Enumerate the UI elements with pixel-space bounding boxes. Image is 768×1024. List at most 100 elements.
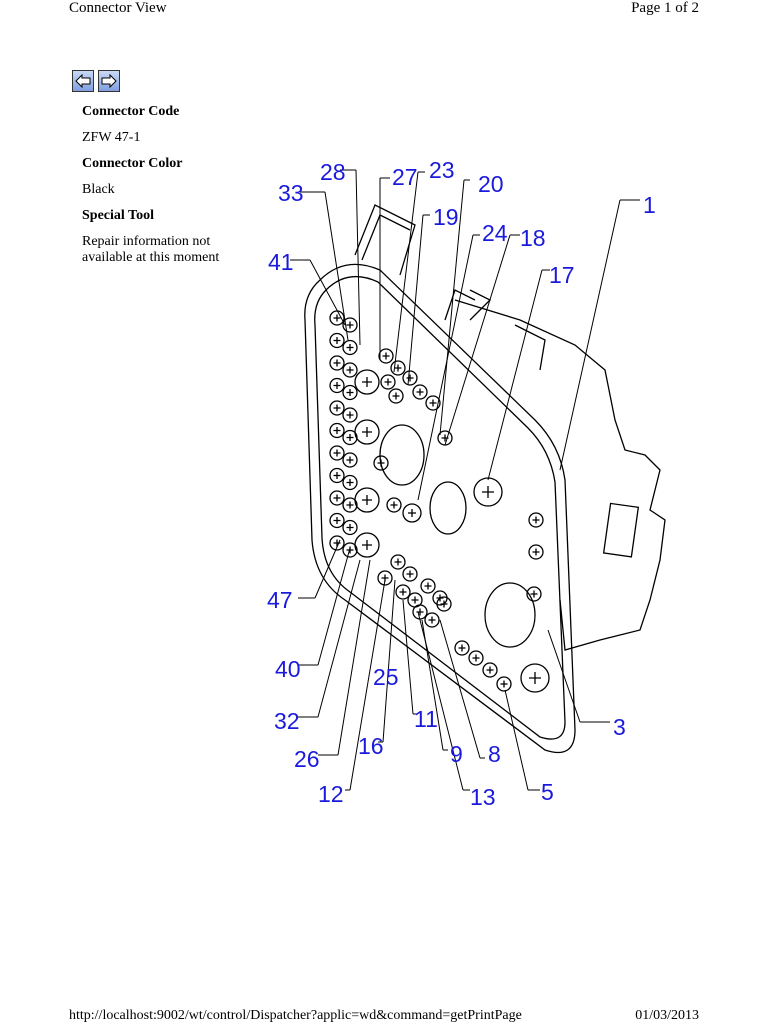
pin-label-32: 32: [274, 708, 300, 734]
pin-socket-cross: [399, 588, 407, 596]
pin-socket: [436, 596, 452, 612]
pin-socket-cross: [346, 321, 354, 329]
pin-label-25: 25: [373, 664, 399, 690]
pin-socket: [342, 452, 358, 468]
special-tool-label: Special Tool: [82, 208, 154, 223]
pin-socket-cross: [440, 600, 448, 608]
pin-socket-cross: [346, 411, 354, 419]
pin-socket: [378, 348, 394, 364]
pin-socket: [329, 400, 345, 416]
pin-socket-cross: [390, 501, 398, 509]
pin-socket-cross: [346, 366, 354, 374]
pin-socket-cross: [411, 596, 419, 604]
pin-socket-cross: [333, 404, 341, 412]
pin-socket-cross: [532, 516, 540, 524]
pin-socket-cross: [532, 548, 540, 556]
pin-socket-cross: [428, 616, 436, 624]
pin-socket: [329, 535, 345, 551]
pin-socket-cross: [346, 546, 354, 554]
pin-label-9: 9: [450, 741, 463, 767]
pin-socket-cross: [416, 388, 424, 396]
pin-socket-cross: [416, 608, 424, 616]
footer-url: http://localhost:9002/wt/control/Dispatc…: [69, 1008, 522, 1023]
pin-socket-cross: [382, 352, 390, 360]
pin-socket: [329, 490, 345, 506]
page-header-title: Connector View: [69, 0, 167, 16]
pin-socket-cross: [333, 314, 341, 322]
pin-socket: [388, 388, 404, 404]
connector-code-label: Connector Code: [82, 104, 180, 119]
connector-color-value: Black: [82, 182, 115, 197]
pin-socket-cross: [394, 364, 402, 372]
pin-socket: [424, 612, 440, 628]
pin-socket: [386, 497, 402, 513]
pin-socket: [425, 395, 441, 411]
pin-socket-cross: [530, 590, 538, 598]
pin-socket-cross: [333, 359, 341, 367]
pin-socket-cross: [333, 517, 341, 524]
pin-socket-cross: [486, 666, 494, 674]
pin-label-12: 12: [318, 781, 344, 807]
navigation-buttons: [72, 70, 120, 92]
pin-socket-cross: [346, 456, 354, 464]
forward-button[interactable]: [98, 70, 120, 92]
pin-socket-cross: [333, 449, 341, 457]
page-number: Page 1 of 2: [631, 0, 699, 16]
pin-socket: [342, 339, 358, 356]
pin-socket-cross: [333, 382, 341, 389]
pin-socket: [342, 362, 358, 378]
pin-socket: [342, 519, 358, 536]
pin-label-8: 8: [488, 741, 501, 767]
pin-socket: [395, 584, 411, 600]
pin-socket-cross: [406, 570, 414, 578]
pin-socket: [342, 542, 358, 558]
pin-label-33: 33: [278, 180, 304, 206]
pin-label-5: 5: [541, 779, 554, 805]
connector-color-label: Connector Color: [82, 156, 183, 171]
pin-socket-cross: [346, 524, 354, 531]
pin-socket-cross: [429, 399, 437, 407]
pin-socket-cross: [333, 472, 341, 479]
special-tool-value: Repair information not available at this…: [82, 234, 220, 265]
pin-socket-cross: [333, 539, 341, 547]
pin-socket: [377, 570, 393, 586]
pin-socket: [342, 384, 358, 401]
pin-socket: [329, 445, 345, 461]
pin-socket: [420, 578, 436, 594]
pin-label-19: 19: [433, 204, 459, 230]
back-button[interactable]: [72, 70, 94, 92]
pin-socket-cross: [392, 392, 400, 400]
connector-info: Connector Code ZFW 47-1 Connector Color …: [82, 104, 252, 276]
pin-label-3: 3: [613, 714, 626, 740]
pin-label-40: 40: [275, 656, 301, 682]
pin-socket: [342, 474, 358, 491]
pin-socket: [390, 360, 406, 376]
pin-socket: [496, 676, 512, 692]
pin-label-41: 41: [268, 249, 294, 275]
pin-socket: [329, 377, 345, 394]
pin-socket: [380, 374, 396, 390]
pin-socket-cross: [458, 644, 466, 652]
pin-label-18: 18: [520, 225, 546, 251]
connector-code-value: ZFW 47-1: [82, 130, 141, 145]
pin-socket-cross: [346, 501, 354, 509]
pin-socket: [329, 355, 345, 371]
pin-socket-cross: [500, 680, 508, 688]
pin-label-11: 11: [414, 706, 438, 732]
pin-socket-cross: [394, 558, 402, 566]
pin-socket-cross: [333, 494, 341, 502]
pin-socket: [329, 467, 345, 484]
pin-socket-cross: [377, 459, 385, 467]
pin-socket-cross: [333, 427, 341, 434]
pin-label-24: 24: [482, 220, 508, 246]
pin-socket: [342, 497, 358, 513]
pin-socket: [454, 640, 470, 656]
pin-label-47: 47: [267, 587, 293, 613]
pin-socket-cross: [346, 479, 354, 486]
pin-label-1: 1: [643, 192, 656, 218]
pin-socket: [412, 384, 428, 400]
pin-socket: [342, 317, 358, 333]
pin-socket-cross: [472, 654, 480, 662]
pin-socket-cross: [346, 434, 354, 441]
